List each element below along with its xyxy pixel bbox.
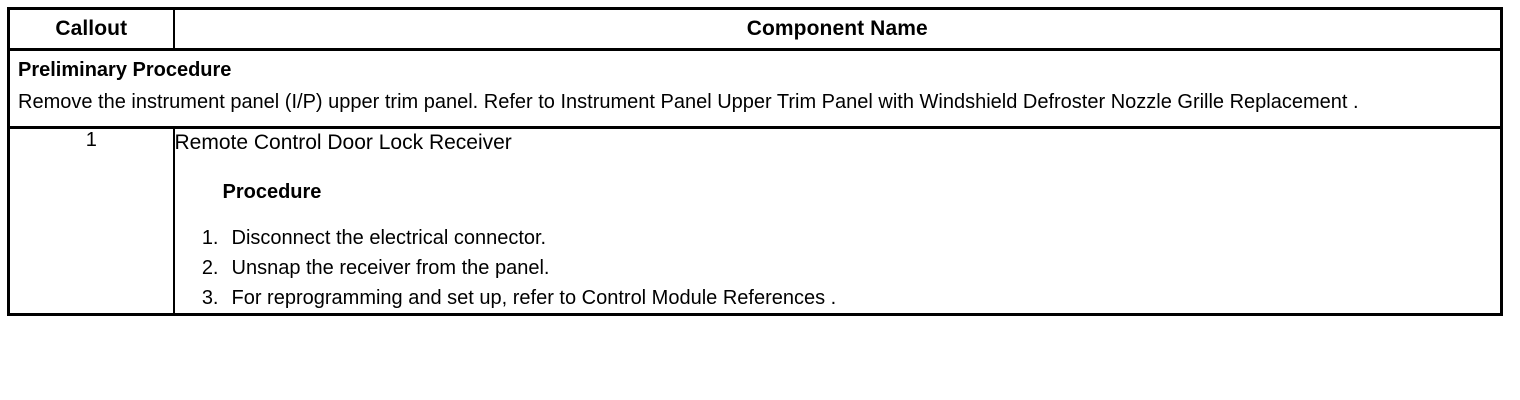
step-number: 1. xyxy=(201,227,219,249)
step-number: 2. xyxy=(201,257,219,279)
step-text: Unsnap the receiver from the panel. xyxy=(231,257,550,279)
list-item: 2. Unsnap the receiver from the panel. xyxy=(175,253,1501,283)
table-row: 1 Remote Control Door Lock Receiver Proc… xyxy=(8,127,1502,315)
preliminary-procedure-row: Preliminary Procedure Remove the instrum… xyxy=(8,49,1502,129)
list-item: 1. Disconnect the electrical connector. xyxy=(175,223,1501,253)
step-text: Disconnect the electrical connector. xyxy=(231,227,547,249)
header-cell-component-name: Component Name xyxy=(173,8,1502,51)
callout-number: 1 xyxy=(8,127,175,315)
component-callout-table: Callout Component Name Preliminary Proce… xyxy=(7,7,1503,316)
preliminary-procedure-cell: Preliminary Procedure Remove the instrum… xyxy=(8,49,1502,129)
component-detail-cell: Remote Control Door Lock Receiver Proced… xyxy=(173,127,1502,315)
list-item: 3. For reprogramming and set up, refer t… xyxy=(175,283,1501,313)
preliminary-procedure-heading: Preliminary Procedure xyxy=(18,59,232,81)
step-text: For reprogramming and set up, refer to C… xyxy=(231,287,837,309)
procedure-step-list: 1. Disconnect the electrical connector. … xyxy=(175,223,1501,313)
preliminary-procedure-text: Remove the instrument panel (I/P) upper … xyxy=(18,91,1359,113)
step-number: 3. xyxy=(201,287,219,309)
table-header-row: Callout Component Name xyxy=(8,8,1502,51)
component-name-text: Remote Control Door Lock Receiver xyxy=(174,131,512,154)
header-cell-callout: Callout xyxy=(8,8,175,51)
procedure-heading: Procedure xyxy=(222,181,322,203)
